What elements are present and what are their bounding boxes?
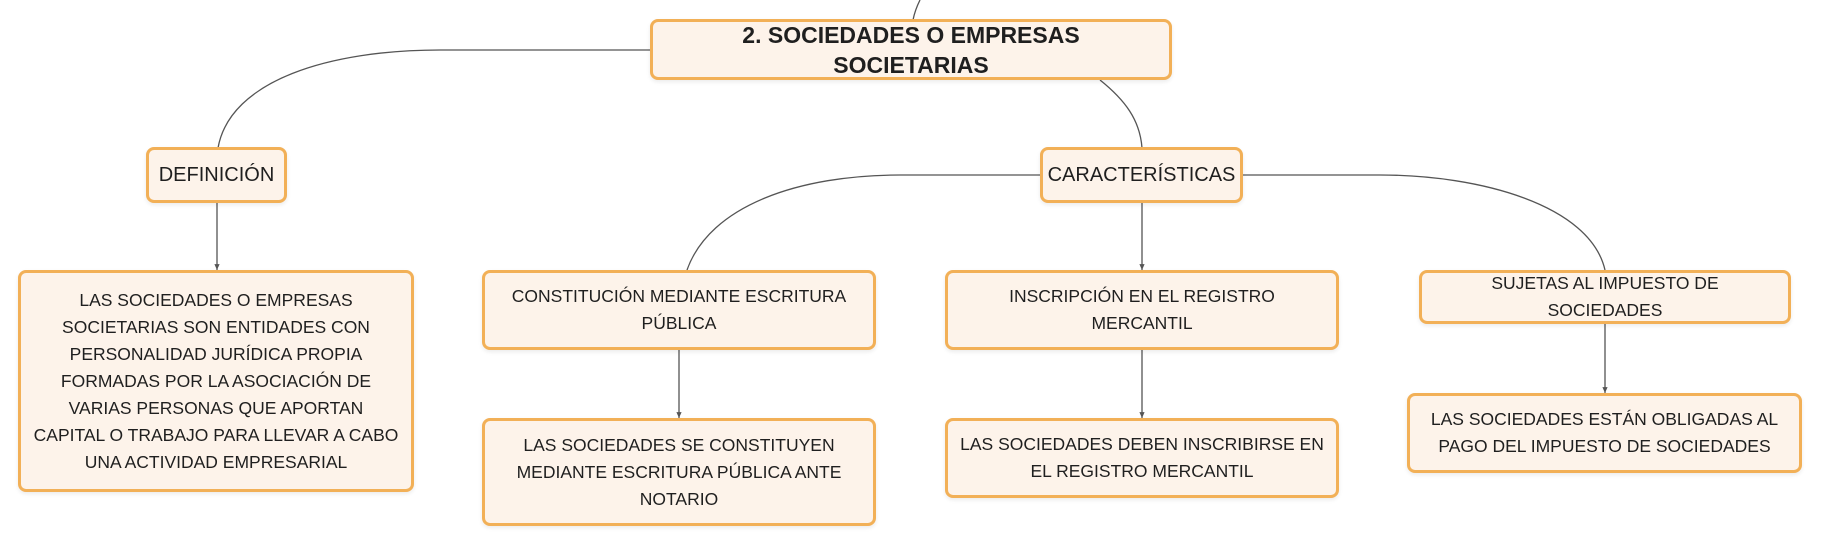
- inscripcion-node-label: INSCRIPCIÓN EN EL REGISTRO MERCANTIL: [1009, 286, 1275, 333]
- inscripcion-detail-text: LAS SOCIEDADES DEBEN INSCRIBIRSE EN EL R…: [960, 434, 1324, 481]
- caracteristicas-node-label: CARACTERÍSTICAS: [1047, 164, 1236, 186]
- connector-root-to-definicion: [217, 49, 650, 149]
- root-node[interactable]: 2. SOCIEDADES O EMPRESAS SOCIETARIAS: [650, 19, 1172, 80]
- caracteristicas-node[interactable]: CARACTERÍSTICAS: [1040, 147, 1243, 203]
- connector-parent-to-root: [912, 0, 921, 21]
- definicion-node-label: DEFINICIÓN: [158, 164, 275, 186]
- sujetas-detail-text: LAS SOCIEDADES ESTÁN OBLIGADAS AL PAGO D…: [1430, 409, 1779, 456]
- inscripcion-detail-node[interactable]: LAS SOCIEDADES DEBEN INSCRIBIRSE EN EL R…: [945, 418, 1339, 498]
- sujetas-node-label: SUJETAS AL IMPUESTO DE SOCIEDADES: [1491, 273, 1719, 320]
- root-node-label: 2. SOCIEDADES O EMPRESAS SOCIETARIAS: [742, 21, 1080, 78]
- connector-caracteristicas-to-constitucion: [686, 174, 1040, 271]
- sujetas-detail-node[interactable]: LAS SOCIEDADES ESTÁN OBLIGADAS AL PAGO D…: [1407, 393, 1802, 473]
- constitucion-detail-node[interactable]: LAS SOCIEDADES SE CONSTITUYEN MEDIANTE E…: [482, 418, 876, 526]
- constitucion-node[interactable]: CONSTITUCIÓN MEDIANTE ESCRITURA PÚBLICA: [482, 270, 876, 350]
- definicion-text-node[interactable]: LAS SOCIEDADES O EMPRESAS SOCIETARIAS SO…: [18, 270, 414, 492]
- definicion-node[interactable]: DEFINICIÓN: [146, 147, 287, 203]
- constitucion-node-label: CONSTITUCIÓN MEDIANTE ESCRITURA PÚBLICA: [511, 286, 847, 333]
- sujetas-node[interactable]: SUJETAS AL IMPUESTO DE SOCIEDADES: [1419, 270, 1791, 324]
- inscripcion-node[interactable]: INSCRIPCIÓN EN EL REGISTRO MERCANTIL: [945, 270, 1339, 350]
- constitucion-detail-text: LAS SOCIEDADES SE CONSTITUYEN MEDIANTE E…: [516, 434, 842, 509]
- definicion-text: LAS SOCIEDADES O EMPRESAS SOCIETARIAS SO…: [33, 289, 399, 472]
- connector-root-to-caracteristicas: [1099, 79, 1143, 149]
- connector-caracteristicas-to-sujetas: [1243, 174, 1606, 271]
